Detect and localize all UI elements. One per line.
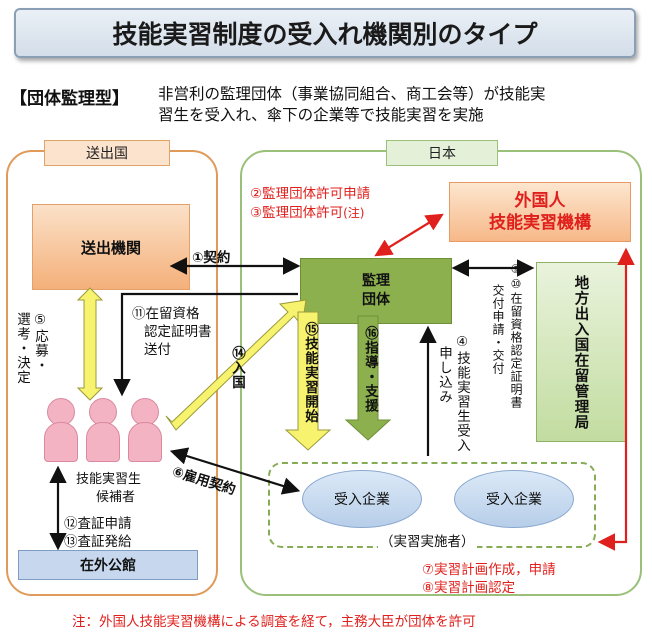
sending-agency-box: 送出機関 xyxy=(32,204,190,290)
employment-contract-arrow xyxy=(169,447,301,495)
step-14-label: ⑭入国 xyxy=(229,346,245,390)
implementers-label: （実習実施者） xyxy=(378,530,477,550)
supervising-org-line-1: 監理 xyxy=(362,273,390,289)
step-12-label: ⑫査証申請 xyxy=(64,516,132,532)
host-company-2: 受入企業 xyxy=(454,470,574,528)
description-line-1: 非営利の監理団体（事業協同組合、商工会等）が技能実 xyxy=(158,85,546,103)
step-2-label: ②監理団体許可申請 xyxy=(250,186,371,202)
plan-approval-arrow xyxy=(597,247,635,551)
step-9-10-label-line-2: 交付申請・交付 xyxy=(491,284,505,375)
step-3-label: ③監理団体許可(注) xyxy=(250,201,364,221)
otit-line-1: 外国人 xyxy=(514,191,566,211)
supervising-organization-box: 監理 団体 xyxy=(300,258,452,324)
candidate-person-icon xyxy=(44,398,78,464)
description-line-2: 習生を受入れ、傘下の企業等で技能実習を実施 xyxy=(158,106,484,124)
page-title: 技能実習制度の受入れ機関別のタイプ xyxy=(14,8,636,58)
step-3-text: ③監理団体許可 xyxy=(250,205,344,221)
step-9-10-label-line-1: ⑨⑩在留資格認定証明書 xyxy=(509,262,523,409)
step-16-label: ⑯指導・支援 xyxy=(362,326,378,413)
step-11-label-line-3: 送付 xyxy=(144,342,171,358)
sending-country-label: 送出国 xyxy=(44,140,170,166)
immigration-bureau-label: 地方出入国在留管理局 xyxy=(572,274,589,430)
step-4-label-line-1: ④技能実習生受入 xyxy=(454,334,470,453)
certificate-send-arrow xyxy=(113,292,298,397)
step-15-label: ⑮技能実習開始 xyxy=(302,322,318,424)
candidates-label-line-2: 候補者 xyxy=(96,490,136,505)
type-description: 非営利の監理団体（事業協同組合、商工会等）が技能実 習生を受入れ、傘下の企業等で… xyxy=(158,84,638,126)
step-8-label: ⑧実習計画認定 xyxy=(422,580,516,596)
otit-box: 外国人 技能実習機構 xyxy=(449,182,631,242)
candidate-person-icon xyxy=(86,398,120,464)
step-13-label: ⑬査証発給 xyxy=(64,534,132,550)
type-heading: 【団体監理型】 xyxy=(10,89,129,109)
candidates-label-line-1: 技能実習生 xyxy=(76,472,142,487)
host-company-1: 受入企業 xyxy=(302,470,422,528)
embassy-box: 在外公館 xyxy=(18,550,198,580)
otit-line-2: 技能実習機構 xyxy=(489,213,591,233)
step-5-label-line-2: 選考・決定 xyxy=(14,312,30,385)
step-11-label-line-1: ⑪在留資格 xyxy=(132,306,200,322)
step-11-label-line-2: 認定証明書 xyxy=(144,324,212,340)
entry-arrow xyxy=(165,299,307,431)
permit-arrow xyxy=(374,213,444,257)
step-3-note: (注) xyxy=(343,206,365,220)
candidate-person-icon xyxy=(128,398,162,464)
guidance-support-arrow xyxy=(344,315,392,441)
step-4-label-line-2: 申し込み xyxy=(436,346,452,404)
application-selection-arrow xyxy=(76,287,104,401)
step-5-label-line-1: ⑤応募・ xyxy=(32,312,48,373)
supervising-org-line-2: 団体 xyxy=(362,292,390,308)
japan-label: 日本 xyxy=(386,140,498,166)
footnote: 注：外国人技能実習機構による調査を経て，主務大臣が団体を許可 xyxy=(72,614,476,630)
training-start-arrow xyxy=(284,311,332,451)
step-1-label: ①契約 xyxy=(192,250,231,266)
step-7-label: ⑦実習計画作成，申請 xyxy=(422,562,556,578)
